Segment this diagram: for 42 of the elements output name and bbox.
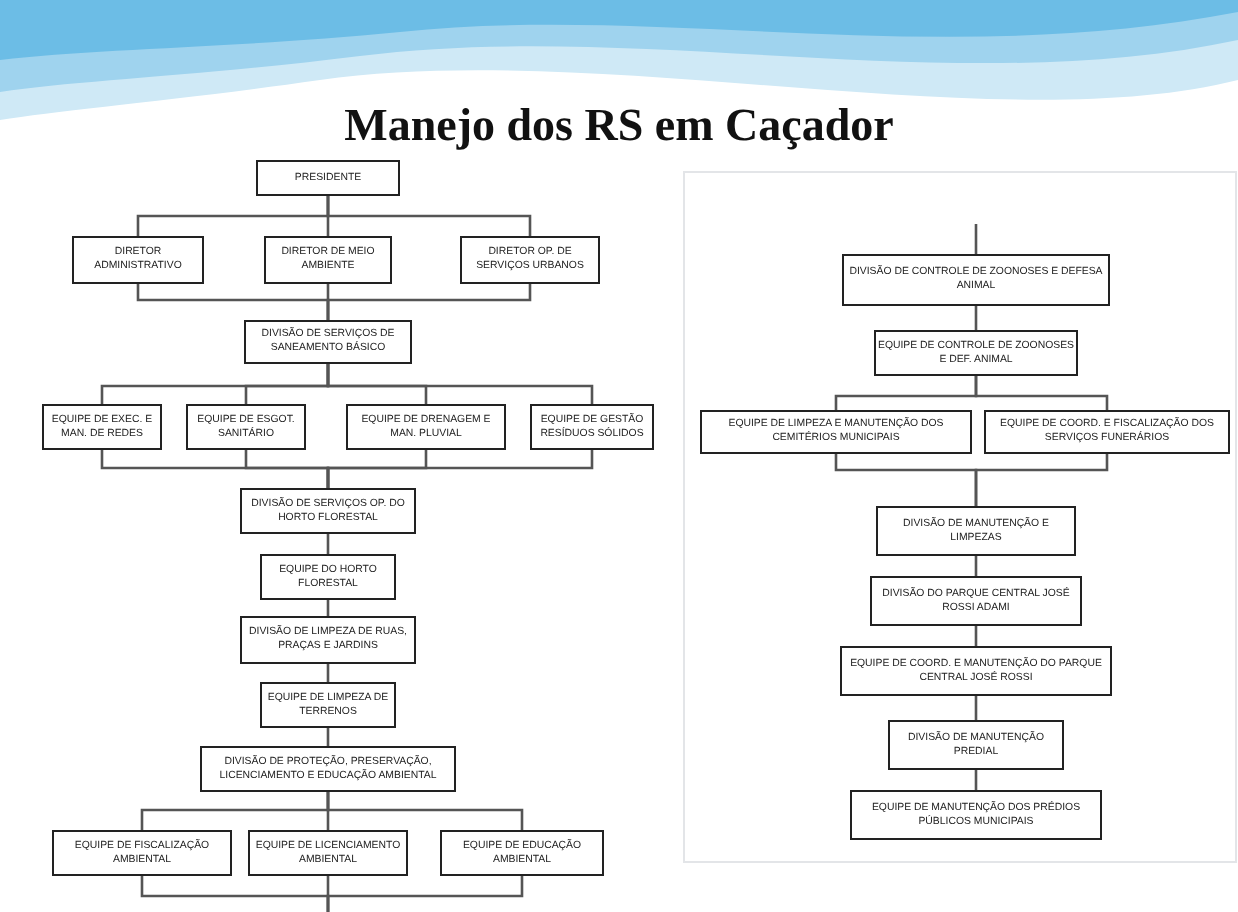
org-box [260, 554, 396, 600]
org-box [876, 506, 1076, 556]
org-box [870, 576, 1082, 626]
org-box [248, 830, 408, 876]
connector-line [974, 224, 978, 254]
org-box [840, 646, 1112, 696]
org-box [460, 236, 600, 284]
connector-line [326, 364, 594, 404]
connector-line [326, 284, 532, 320]
org-box [200, 746, 456, 792]
org-box [874, 330, 1078, 376]
org-box [240, 616, 416, 664]
org-box [52, 830, 232, 876]
org-box [186, 404, 306, 450]
connector-line [326, 450, 594, 488]
org-box [700, 410, 972, 454]
org-box [346, 404, 506, 450]
connector-line [974, 454, 1109, 506]
connector-line [974, 626, 978, 646]
org-box [244, 320, 412, 364]
connector-line [326, 534, 330, 554]
connector-line [326, 876, 524, 912]
connector-line [974, 306, 978, 330]
title: Manejo dos RS em Caçador [342, 100, 896, 152]
org-box [42, 404, 162, 450]
org-box [264, 236, 392, 284]
connector-line [326, 196, 532, 236]
connector-line [326, 792, 524, 830]
org-box [256, 160, 400, 196]
org-box [842, 254, 1110, 306]
connector-line [974, 696, 978, 720]
org-box [72, 236, 204, 284]
connector-line [974, 770, 978, 790]
connector-line [974, 376, 1109, 410]
org-box [440, 830, 604, 876]
org-box [984, 410, 1230, 454]
org-box [240, 488, 416, 534]
connector-line [974, 556, 978, 576]
org-box [888, 720, 1064, 770]
org-box [260, 682, 396, 728]
org-box [530, 404, 654, 450]
org-box [850, 790, 1102, 840]
